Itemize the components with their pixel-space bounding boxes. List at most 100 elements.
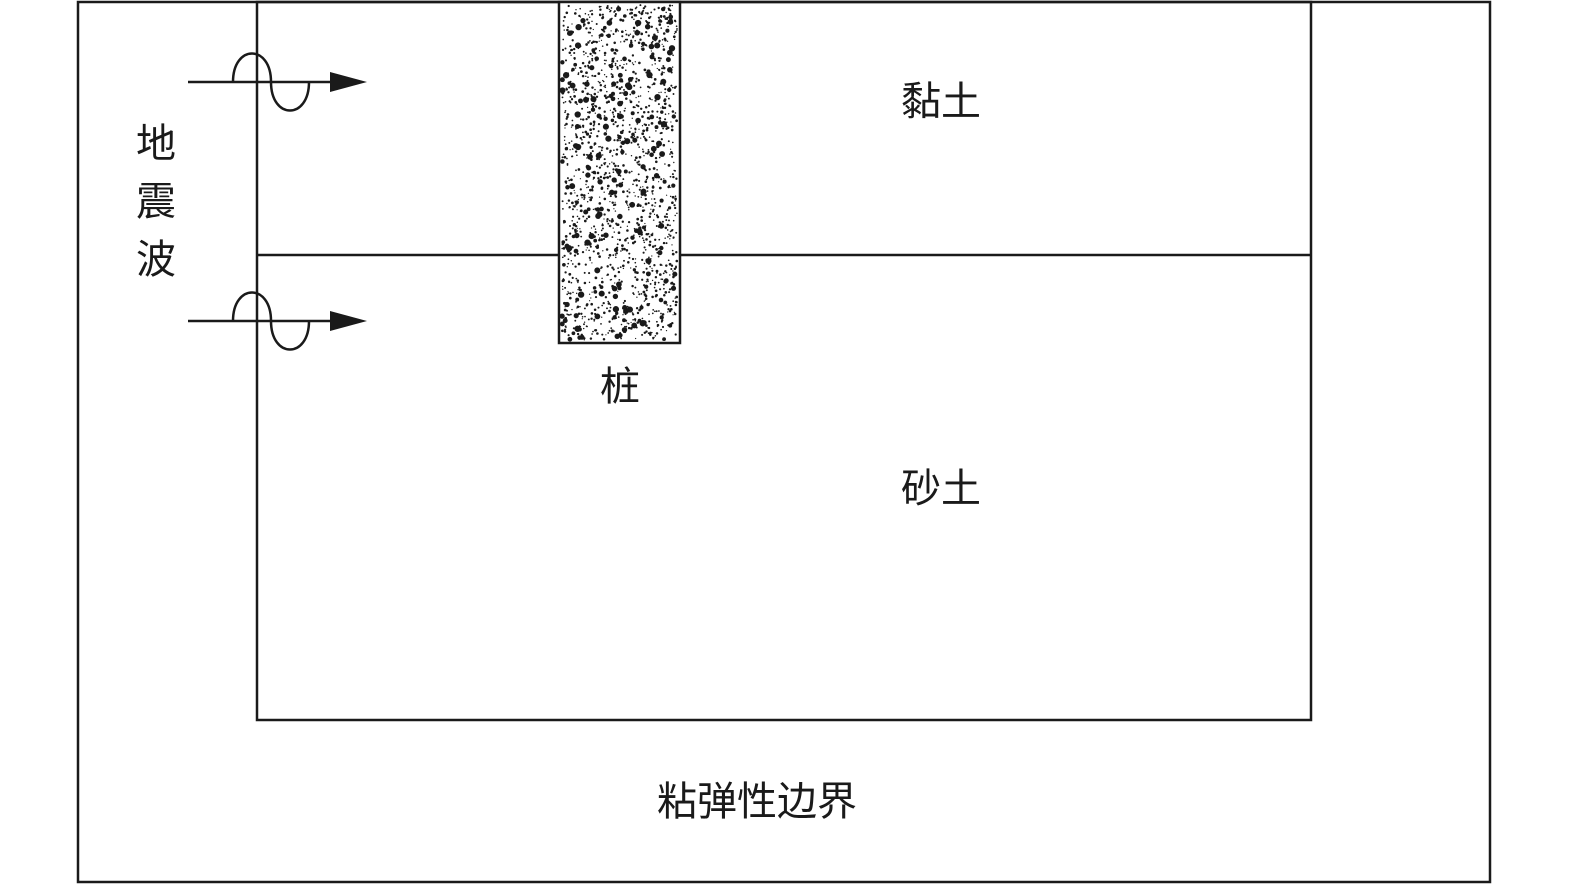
pile-speckle-dot — [599, 83, 603, 87]
pile-speckle-dot — [619, 137, 621, 140]
pile-speckle-dot — [623, 109, 626, 112]
pile-speckle-dot — [581, 196, 583, 199]
pile-speckle-dot — [587, 21, 590, 25]
pile-speckle-dot — [589, 245, 592, 248]
pile-speckle-dot — [642, 239, 645, 242]
pile-speckle-dot — [630, 154, 633, 157]
pile-speckle-dot — [654, 156, 658, 160]
pile-speckle-dot — [651, 312, 654, 315]
pile-speckle-dot — [583, 209, 589, 215]
pile-speckle-dot — [663, 98, 667, 101]
pile-speckle-dot — [665, 57, 671, 63]
pile-speckle-dot — [576, 305, 580, 309]
pile-speckle-dot — [612, 171, 615, 173]
pile-speckle-dot — [647, 280, 649, 283]
pile-speckle-dot — [658, 59, 661, 62]
pile-speckle-dot — [562, 247, 566, 250]
pile-speckle-dot — [565, 185, 570, 190]
pile-speckle-dot — [598, 166, 602, 169]
pile-speckle-dot — [579, 178, 582, 180]
pile-speckle-dot — [616, 66, 619, 69]
pile-speckle-dot — [578, 98, 583, 104]
pile-speckle-dot — [646, 69, 651, 74]
pile-speckle-dot — [561, 329, 564, 333]
pile-speckle-dot — [654, 281, 657, 284]
pile-speckle-dot — [587, 192, 590, 195]
pile-speckle-dot — [633, 227, 636, 230]
pile-speckle-dot — [598, 50, 601, 52]
pile-speckle-dot — [593, 329, 597, 332]
pile-speckle-dot — [598, 81, 601, 84]
pile-speckle-dot — [585, 183, 587, 186]
pile-speckle-dot — [663, 178, 665, 180]
pile-speckle-dot — [590, 132, 593, 135]
pile-speckle-dot — [594, 47, 598, 50]
pile-speckle-dot — [615, 85, 619, 89]
pile-speckle-dot — [652, 167, 656, 170]
pile-speckle-dot — [566, 115, 569, 119]
pile-speckle-dot — [667, 25, 669, 28]
pile-speckle-dot — [643, 123, 646, 126]
pile-speckle-dot — [642, 7, 645, 10]
pile-speckle-dot — [652, 185, 655, 188]
pile-speckle-dot — [564, 109, 567, 112]
pile-speckle-dot — [652, 178, 655, 182]
pile-speckle-dot — [603, 85, 605, 88]
pile-speckle-dot — [612, 33, 615, 36]
pile-speckle-dot — [609, 195, 612, 198]
pile-speckle-dot — [585, 249, 587, 251]
pile-speckle-dot — [660, 247, 664, 250]
pile-speckle-dot — [633, 179, 636, 182]
pile-speckle-dot — [611, 75, 614, 78]
pile-speckle-dot — [645, 257, 652, 265]
pile-speckle-dot — [599, 13, 601, 15]
pile-speckle-dot — [579, 124, 581, 127]
pile-speckle-dot — [644, 169, 647, 172]
pile-speckle-dot — [600, 149, 603, 152]
pile-speckle-dot — [669, 307, 673, 311]
pile-speckle-dot — [669, 148, 672, 150]
pile-speckle-dot — [620, 141, 623, 144]
pile-speckle-dot — [568, 179, 571, 182]
pile-speckle-dot — [635, 178, 638, 182]
pile-speckle-dot — [631, 62, 634, 64]
pile-speckle-dot — [662, 6, 666, 10]
pile-speckle-dot — [636, 24, 639, 27]
pile-speckle-dot — [562, 262, 566, 267]
pile-speckle-dot — [614, 253, 616, 255]
pile-speckle-dot — [649, 152, 654, 158]
wave-arrow-head — [330, 72, 367, 92]
pile-speckle-dot — [630, 141, 633, 144]
pile-speckle-dot — [617, 165, 620, 167]
pile-speckle-dot — [673, 32, 676, 35]
pile-speckle-dot — [585, 27, 588, 30]
pile-speckle-dot — [628, 188, 630, 190]
pile-speckle-dot — [597, 179, 603, 185]
pile-speckle-dot — [670, 267, 673, 271]
pile-speckle-dot — [586, 111, 589, 114]
pile-speckle-dot — [621, 66, 624, 69]
pile-speckle-dot — [637, 195, 640, 198]
pile-speckle-dot — [561, 242, 565, 246]
pile-speckle-dot — [641, 258, 644, 261]
pile-speckle-dot — [601, 16, 605, 19]
pile-speckle-dot — [601, 277, 603, 280]
pile-speckle-dot — [636, 229, 638, 232]
pile-speckle-dot — [665, 219, 668, 222]
pile-speckle-dot — [612, 254, 615, 257]
pile-speckle-dot — [646, 177, 648, 180]
pile-speckle-dot — [634, 61, 636, 63]
pile-speckle-dot — [622, 56, 627, 62]
pile-speckle-dot — [655, 320, 658, 323]
pile-speckle-dot — [594, 313, 601, 320]
pile-speckle-dot — [651, 269, 654, 272]
pile-speckle-dot — [573, 143, 576, 146]
pile-speckle-dot — [579, 16, 582, 18]
pile-speckle-dot — [648, 43, 655, 50]
pile-speckle-dot — [581, 107, 584, 110]
pile-speckle-dot — [631, 241, 635, 245]
pile-speckle-dot — [574, 319, 577, 322]
pile-speckle-dot — [643, 300, 645, 302]
pile-speckle-dot — [609, 306, 612, 309]
pile-speckle-dot — [634, 276, 637, 279]
